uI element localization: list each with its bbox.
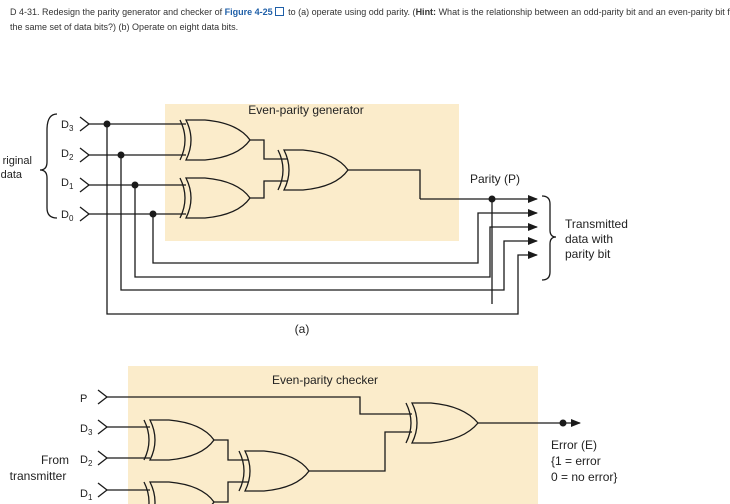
problem-text-2: to (a) operate using odd parity. ( [285,7,416,17]
transmitted-label-3: parity bit [565,247,611,261]
generator-xor-gate-1 [179,119,251,161]
generator-title: Even-parity generator [248,103,363,117]
from-label-1: From [41,453,69,467]
hint-label: Hint: [415,7,437,17]
transmitted-brace [541,195,557,281]
caption-a: (a) [295,322,310,336]
input-label-d2: D2 [61,148,74,162]
checker-label-d2: D2 [80,454,93,468]
checker-xor-gate-1 [143,419,215,461]
generator-xor-gate-3 [277,149,349,191]
checker-input-terminals [97,389,109,498]
generator-input-labels: D3 D2 D1 D0 [61,119,74,223]
checker-xor-gate-4 [405,402,479,444]
external-link-icon[interactable] [274,7,284,16]
figure-link[interactable]: Figure 4-25 [224,7,273,17]
generator-inner-wires [250,139,421,199]
error-label-2: {1 = error [551,454,601,468]
checker-input-wires [107,396,412,491]
input-label-d0: D0 [61,209,74,223]
from-label-2: transmitter [10,469,67,483]
transmitted-label-2: data with [565,232,613,246]
problem-id: D 4-31. [10,7,40,17]
error-junction [559,419,567,427]
checker-title: Even-parity checker [272,373,378,387]
error-label-3: 0 = no error} [551,470,617,484]
generator-xor-gate-2 [179,177,251,219]
checker-label-d3: D3 [80,423,93,437]
checker-inner-wires [214,431,412,503]
checker-label-p: P [80,393,87,405]
checker-label-d1: D1 [80,488,93,502]
problem-statement: D 4-31. Redesign the parity generator an… [10,5,730,35]
error-label-1: Error (E) [551,438,597,452]
input-brace [39,113,58,219]
data-tap-junctions [103,120,157,218]
transmitted-label-1: Transmitted [565,217,628,231]
checker-xor-gate-3 [238,450,310,492]
parity-label: Parity (P) [470,172,520,186]
hint-text: What is the relationship between an odd-… [10,7,730,32]
input-label-d1: D1 [61,177,74,191]
transmitted-bus-wires [106,124,538,315]
generator-input-terminals [79,116,91,222]
original-data-label-1: riginal [3,155,32,167]
input-label-d3: D3 [61,119,74,133]
problem-text-1: Redesign the parity generator and checke… [39,7,225,17]
checker-input-labels: P D3 D2 D1 [80,393,93,502]
original-data-label-2: data [1,169,23,181]
